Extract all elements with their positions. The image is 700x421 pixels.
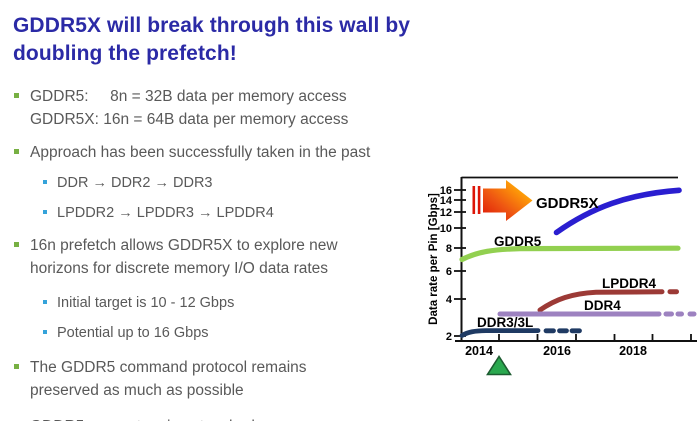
green-square-bullet-icon bbox=[14, 93, 19, 98]
sub-bullet-initial-target: Initial target is 10 - 12 Gbps bbox=[0, 292, 440, 314]
bullet-text: Initial target is 10 - 12 Gbps bbox=[57, 295, 235, 311]
bullet-text: Potential up to 16 Gbps bbox=[57, 325, 209, 341]
bullet-text: horizons for discrete memory I/O data ra… bbox=[30, 260, 329, 277]
x-tick-marks bbox=[498, 334, 692, 341]
gddr5x-curve bbox=[553, 187, 682, 236]
sub-bullet-ddr-evolution: DDR → DDR2 → DDR3 bbox=[0, 172, 440, 194]
ddr4-series-label: DDR4 bbox=[584, 298, 621, 313]
x-tick-label: 2014 bbox=[465, 344, 493, 358]
wall-stripe bbox=[472, 186, 476, 214]
sub-bullet-potential: Potential up to 16 Gbps bbox=[0, 322, 440, 344]
x-tick-label: 2018 bbox=[619, 344, 647, 358]
x-tick-label: 2016 bbox=[543, 344, 571, 358]
gddr5x-series-label: GDDR5X bbox=[536, 195, 599, 212]
bullet-approach: Approach has been successfully taken in … bbox=[0, 141, 440, 164]
y-tick-label: 2 bbox=[446, 331, 452, 343]
bullet-16n-prefetch: 16n prefetch allows GDDR5X to explore ne… bbox=[0, 234, 440, 280]
lpddr4-series-label: LPDDR4 bbox=[602, 276, 656, 291]
y-tick-label: 14 bbox=[440, 195, 453, 207]
y-tick-label: 6 bbox=[446, 266, 452, 278]
bullet-text: GDDR5X: 16n = 64B data per memory access bbox=[30, 111, 349, 128]
gddr5-series-label: GDDR5 bbox=[494, 234, 542, 249]
lpddr4-curve bbox=[537, 289, 679, 313]
y-tick-label: 16 bbox=[440, 185, 452, 197]
bullet-text: GDDR5: 8n = 32B data per memory access bbox=[30, 88, 347, 105]
bullet-text: DDR → DDR2 → DDR3 bbox=[57, 175, 213, 191]
right-arrow-icon bbox=[483, 180, 533, 221]
y-tick-label: 8 bbox=[446, 243, 452, 255]
bullet-ecosystem: GDDR5 ecosystem is untouched bbox=[0, 415, 440, 421]
y-axis-title: Data rate per Pin [Gbps] bbox=[428, 193, 440, 325]
gddr5-curve bbox=[459, 245, 681, 263]
bullet-text: 16n prefetch allows GDDR5X to explore ne… bbox=[30, 237, 338, 254]
bullet-text: Approach has been successfully taken in … bbox=[30, 144, 371, 161]
bullet-prefetch-sizes: GDDR5: 8n = 32B data per memory access G… bbox=[0, 85, 440, 131]
x-tick-labels: 2014 2016 2018 bbox=[465, 344, 647, 358]
blue-square-bullet-icon bbox=[43, 210, 47, 214]
bullet-text: The GDDR5 command protocol remains bbox=[30, 359, 307, 376]
breakthrough-arrow bbox=[472, 180, 533, 221]
y-tick-label: 12 bbox=[440, 207, 452, 219]
blue-square-bullet-icon bbox=[43, 330, 47, 334]
blue-square-bullet-icon bbox=[43, 180, 47, 184]
bullet-list: GDDR5: 8n = 32B data per memory access G… bbox=[0, 76, 440, 421]
sub-bullet-lpddr-evolution: LPDDR2 → LPDDR3 → LPDDR4 bbox=[0, 202, 440, 224]
green-square-bullet-icon bbox=[14, 149, 19, 154]
bullet-text: LPDDR2 → LPDDR3 → LPDDR4 bbox=[57, 205, 274, 221]
bullet-text: preserved as much as possible bbox=[30, 382, 244, 399]
ddr3-series-label: DDR3/3L bbox=[477, 315, 533, 330]
green-square-bullet-icon bbox=[14, 242, 19, 247]
triangle-marker-icon bbox=[486, 355, 512, 376]
wall-stripe bbox=[477, 186, 481, 214]
y-tick-labels: 16 14 12 10 8 6 4 2 bbox=[440, 185, 453, 343]
blue-square-bullet-icon bbox=[43, 300, 47, 304]
data-rate-chart: 16 14 12 10 8 6 4 2 2014 2016 2018 Data … bbox=[428, 176, 697, 376]
y-tick-label: 4 bbox=[446, 294, 453, 306]
y-tick-label: 10 bbox=[440, 223, 452, 235]
bullet-command-protocol: The GDDR5 command protocol remains prese… bbox=[0, 356, 440, 402]
ddr3-curve bbox=[459, 328, 582, 338]
title-line-1: GDDR5X will break through this wall by bbox=[13, 14, 411, 37]
green-square-bullet-icon bbox=[14, 364, 19, 369]
bullet-text: GDDR5 ecosystem is untouched bbox=[30, 415, 440, 421]
slide-title: GDDR5X will break through this wall by d… bbox=[13, 12, 443, 68]
title-line-2: doubling the prefetch! bbox=[13, 42, 237, 65]
y-tick-marks bbox=[454, 189, 466, 337]
